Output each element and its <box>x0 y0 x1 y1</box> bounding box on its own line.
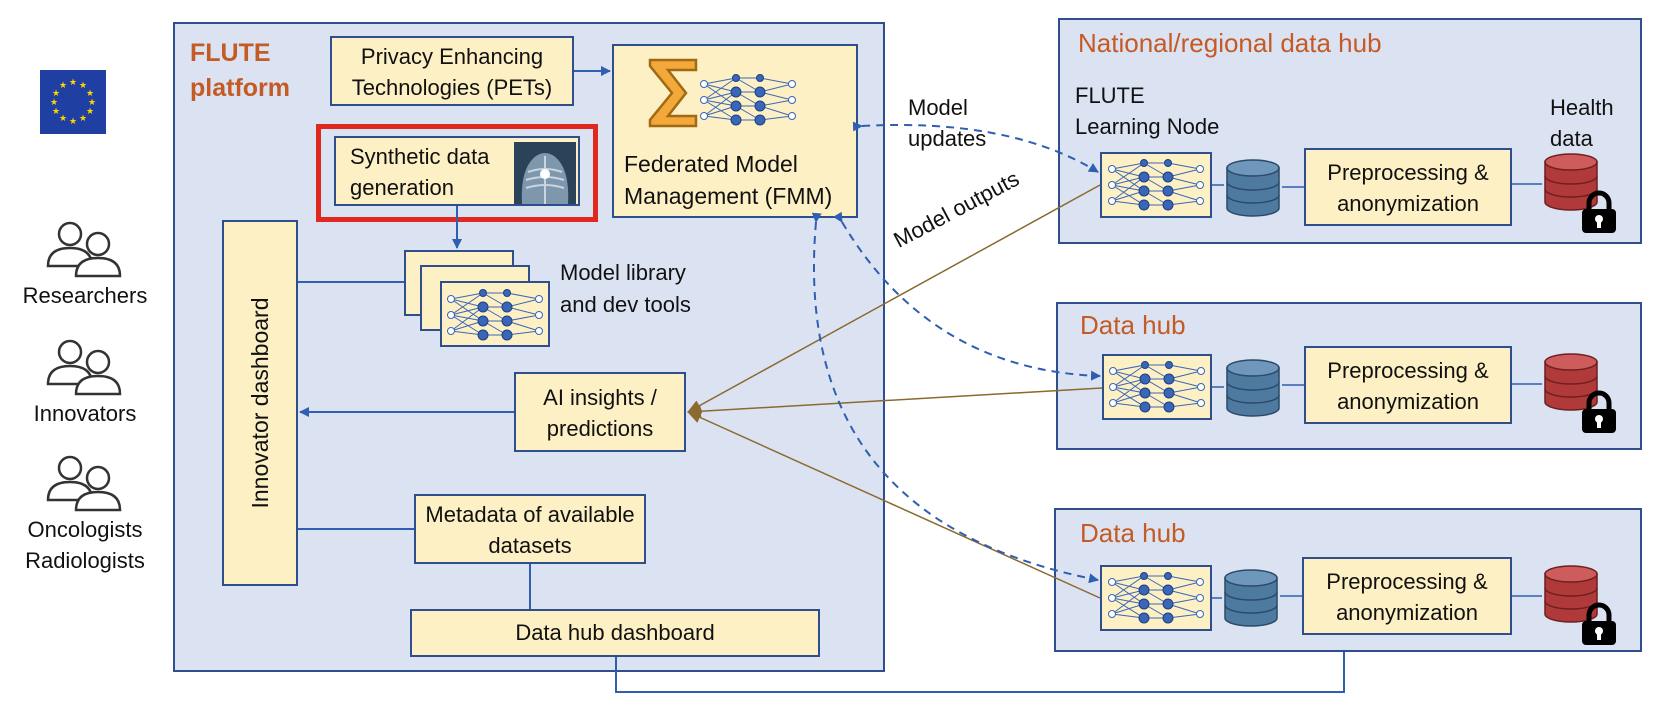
metadata-label: Metadata of available datasets <box>425 502 635 558</box>
preprocessing-line: Preprocessing & <box>1326 569 1488 594</box>
users-icon <box>46 221 122 278</box>
database-icon <box>1544 353 1598 411</box>
user-label: Radiologists <box>25 548 145 573</box>
platform-title: FLUTE platform <box>190 36 290 106</box>
preprocessing-line: anonymization <box>1337 389 1479 414</box>
model-updates-line: updates <box>908 126 987 151</box>
neural-network-icon <box>1109 361 1205 413</box>
svg-text:★: ★ <box>52 107 60 117</box>
svg-text:★: ★ <box>69 117 77 127</box>
svg-text:★: ★ <box>59 114 67 124</box>
ai-insights-label: AI insights / predictions <box>543 385 657 441</box>
svg-text:★: ★ <box>79 81 87 91</box>
hub-title: Data hub <box>1080 518 1186 548</box>
users-icon <box>46 455 122 512</box>
user-group-clinicians: Oncologists Radiologists <box>10 454 160 576</box>
fmm-label: Federated Model Management (FMM) <box>624 151 833 209</box>
lock-icon <box>1582 602 1616 645</box>
pets-label: Privacy Enhancing Technologies (PETs) <box>351 44 553 100</box>
datahub-dashboard-box[interactable]: Data hub dashboard <box>410 609 820 657</box>
database-icon <box>1544 565 1598 623</box>
innovator-dashboard-box[interactable] <box>222 220 298 586</box>
svg-text:★: ★ <box>52 89 60 99</box>
user-label: Innovators <box>33 401 137 426</box>
hub-title: National/regional data hub <box>1078 28 1382 58</box>
synthetic-label: Synthetic data generation <box>350 144 490 200</box>
model-library-label: Model library and dev tools <box>560 260 691 317</box>
health-data-label: Health data <box>1550 92 1614 154</box>
svg-text:★: ★ <box>86 89 94 99</box>
preprocessing-line: Preprocessing & <box>1327 160 1489 185</box>
svg-text:★: ★ <box>79 114 87 124</box>
model-updates-label: Model updates <box>908 92 986 154</box>
neural-network-icon <box>1108 159 1204 211</box>
database-icon <box>1226 159 1280 217</box>
health-data-line: Health <box>1550 95 1614 120</box>
learning-node-box[interactable] <box>1100 565 1212 631</box>
neural-network-icon <box>700 74 796 126</box>
svg-text:★: ★ <box>86 107 94 117</box>
synthetic-data-box[interactable]: Synthetic data generation <box>334 136 580 206</box>
learning-node-label: FLUTE Learning Node <box>1075 80 1219 142</box>
user-label: Oncologists <box>27 517 143 542</box>
health-data-line: data <box>1550 126 1593 151</box>
user-group-researchers: Researchers <box>10 220 160 311</box>
hub-title: Data hub <box>1080 310 1186 340</box>
learning-node-line: FLUTE <box>1075 83 1145 108</box>
users-icon <box>46 339 122 396</box>
platform-title-line: FLUTE <box>190 39 271 67</box>
lock-icon <box>1582 190 1616 233</box>
database-icon <box>1544 153 1598 211</box>
pets-box[interactable]: Privacy Enhancing Technologies (PETs) <box>330 36 574 106</box>
model-updates-line: Model <box>908 95 968 120</box>
ai-insights-box[interactable]: AI insights / predictions <box>514 372 686 452</box>
metadata-box[interactable]: Metadata of available datasets <box>414 494 646 564</box>
preprocessing-line: anonymization <box>1337 191 1479 216</box>
neural-network-icon <box>1108 572 1204 624</box>
sigma-icon <box>646 56 700 130</box>
model-outputs-label: Model outputs <box>889 165 1024 253</box>
preprocessing-box[interactable]: Preprocessing & anonymization <box>1304 346 1512 424</box>
preprocessing-box[interactable]: Preprocessing & anonymization <box>1304 148 1512 226</box>
svg-text:★: ★ <box>50 98 58 108</box>
svg-text:★: ★ <box>88 98 96 108</box>
innovator-dashboard-text: Innovator dashboard <box>247 297 273 509</box>
neural-network-icon <box>447 289 543 341</box>
learning-node-line: Learning Node <box>1075 114 1220 139</box>
svg-text:★: ★ <box>59 81 67 91</box>
svg-text:★: ★ <box>69 78 77 88</box>
database-icon <box>1224 569 1278 627</box>
platform-title-line: platform <box>190 74 290 102</box>
lock-icon <box>1582 390 1616 433</box>
datahub-dashboard-label: Data hub dashboard <box>515 620 715 645</box>
eu-flag-icon: ★★★ ★★★ ★★★ ★★★ <box>40 70 106 134</box>
preprocessing-line: Preprocessing & <box>1327 358 1489 383</box>
preprocessing-box[interactable]: Preprocessing & anonymization <box>1302 557 1512 635</box>
preprocessing-line: anonymization <box>1336 600 1478 625</box>
user-group-innovators: Innovators <box>10 338 160 429</box>
xray-icon <box>514 142 576 204</box>
user-label: Researchers <box>22 283 148 308</box>
database-icon <box>1226 359 1280 417</box>
